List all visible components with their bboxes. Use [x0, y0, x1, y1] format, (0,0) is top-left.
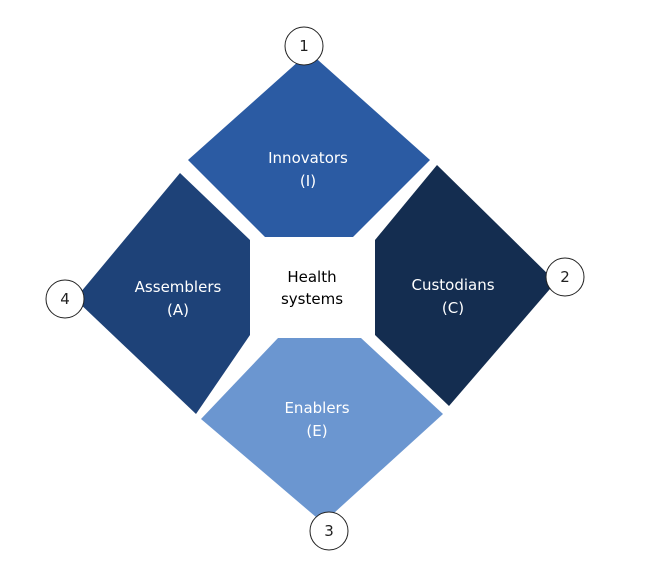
badge-3-circle	[309, 511, 349, 551]
badge-2-number: 2	[560, 268, 570, 286]
assemblers-title: Assemblers	[135, 278, 222, 296]
badge-1-circle	[284, 26, 324, 66]
quadrant-enablers-shape	[201, 338, 443, 523]
quadrant-assemblers-shape	[75, 173, 250, 414]
center-label-line1: Health	[287, 268, 336, 286]
badge-2-circle	[545, 257, 585, 297]
quadrant-custodians-shape	[375, 165, 556, 406]
badge-3-number: 3	[324, 522, 334, 540]
custodians-title: Custodians	[411, 276, 494, 294]
innovators-code: (I)	[300, 172, 316, 190]
badge-4-circle	[45, 279, 85, 319]
custodians-code: (C)	[442, 299, 464, 317]
innovators-title: Innovators	[268, 149, 348, 167]
center-label-line2: systems	[281, 290, 343, 308]
assemblers-code: (A)	[167, 301, 189, 319]
badge-1-number: 1	[299, 37, 309, 55]
center-box	[252, 237, 373, 336]
quadrant-innovators-shape	[188, 52, 430, 240]
enablers-code: (E)	[306, 422, 327, 440]
badge-4-number: 4	[60, 290, 70, 308]
enablers-title: Enablers	[284, 399, 349, 417]
